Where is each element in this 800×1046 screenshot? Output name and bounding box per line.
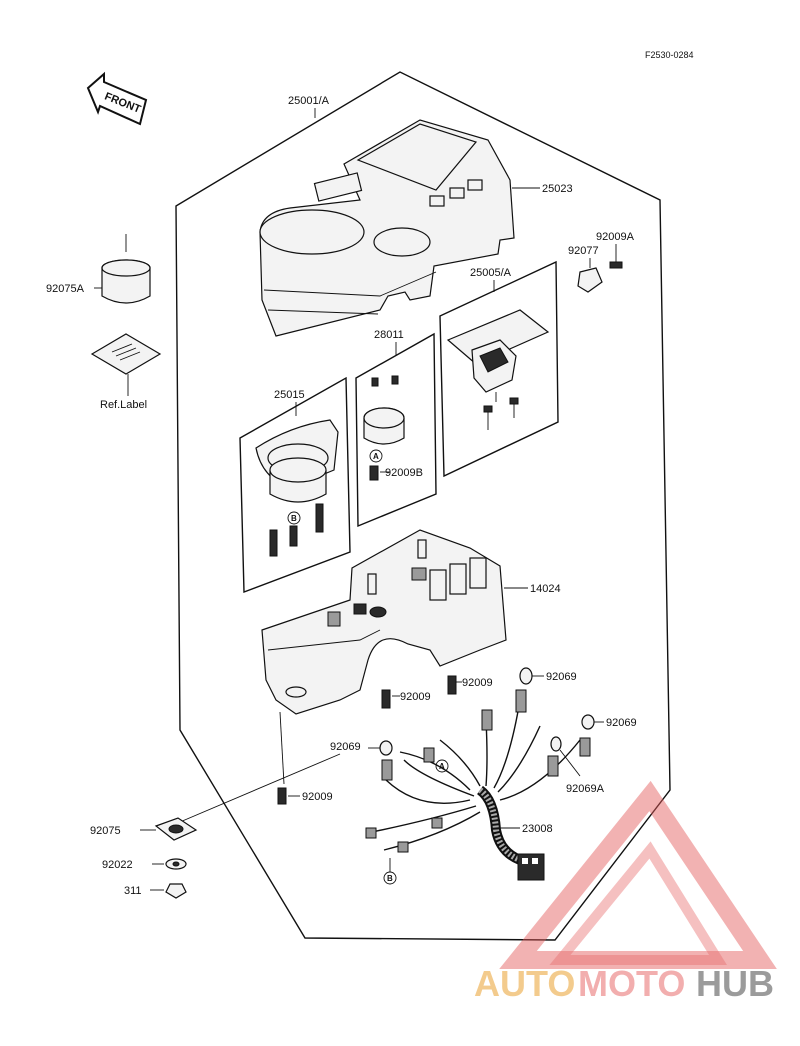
label-92022: 92022 — [102, 859, 133, 871]
cap-92075a — [101, 259, 151, 304]
meter-cover — [259, 119, 515, 337]
tachometer-unit — [446, 309, 550, 430]
screw-92009-right — [381, 689, 391, 709]
screw-92009b — [369, 465, 379, 481]
label-92009a: 92009A — [596, 231, 635, 243]
screw-92009-upper — [447, 675, 457, 695]
label-92069a: 92069A — [566, 783, 605, 795]
watermark-auto: AUTO — [474, 963, 575, 1004]
label-92075a: 92075A — [46, 283, 85, 295]
callout-a-lower: A — [439, 762, 445, 771]
label-92009b: 92009B — [385, 467, 423, 479]
box-25005a — [439, 260, 559, 478]
screw-25015-c — [315, 503, 324, 533]
label-ref-label: Ref.Label — [100, 399, 147, 411]
label-92009-right: 92009 — [400, 691, 431, 703]
grommet-92069-left — [379, 740, 393, 756]
speedometer-unit — [255, 419, 339, 503]
ref-label-sticker — [90, 333, 162, 375]
wire-harness — [365, 689, 591, 881]
watermark-moto: MOTO — [578, 963, 685, 1004]
callout-b-marker — [287, 511, 301, 525]
label-25023: 25023 — [542, 183, 573, 195]
label-92077: 92077 — [568, 245, 599, 257]
front-arrow-icon: FRONT — [86, 71, 148, 126]
meter-housing — [261, 529, 507, 715]
label-23008: 23008 — [522, 823, 553, 835]
callout-a-marker — [369, 449, 383, 463]
indicator-unit — [363, 375, 405, 445]
label-92075: 92075 — [90, 825, 121, 837]
assembly-outline — [175, 71, 671, 941]
watermark-logo: AUTO MOTO HUB — [474, 780, 777, 1004]
grommet-92069-top — [519, 667, 533, 685]
label-92009-upper: 92009 — [462, 677, 493, 689]
label-25015: 25015 — [274, 389, 305, 401]
label-92009-lower: 92009 — [302, 791, 333, 803]
label-92069-right: 92069 — [606, 717, 637, 729]
callout-a-upper: A — [373, 452, 379, 461]
grommet-92069-right — [581, 714, 595, 730]
callout-b-upper: B — [291, 514, 297, 523]
label-25001a: 25001/A — [288, 95, 330, 107]
label-25005a: 25005/A — [470, 267, 512, 279]
label-92069-top: 92069 — [546, 671, 577, 683]
bulb-92077 — [577, 267, 603, 293]
box-25015 — [239, 376, 351, 594]
screw-92009-lower — [277, 787, 287, 805]
figure-code: F2530-0284 — [645, 50, 694, 60]
callout-a-harness — [435, 759, 449, 773]
callout-b-lower: B — [387, 874, 393, 883]
label-92069-left: 92069 — [330, 741, 361, 753]
screw-25015-b — [289, 525, 298, 547]
box-28011 — [355, 332, 437, 528]
screw-92009a — [609, 261, 623, 269]
screw-25015-a — [269, 529, 278, 557]
label-28011: 28011 — [374, 329, 404, 341]
label-311: 311 — [124, 885, 142, 897]
label-14024: 14024 — [530, 583, 561, 595]
damper-92075 — [154, 817, 198, 841]
nut-311 — [165, 883, 187, 899]
watermark-hub: HUB — [696, 963, 774, 1004]
